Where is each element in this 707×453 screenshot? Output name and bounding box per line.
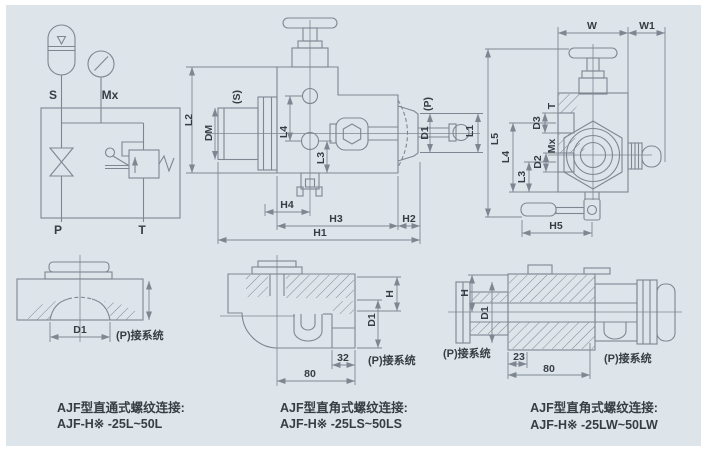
- port-label-s: S: [49, 88, 57, 102]
- dim-label-d1-ls: D1: [366, 313, 378, 327]
- dim-label-32: 32: [337, 352, 349, 364]
- side-clamp-knob: [627, 142, 662, 170]
- bore-bell-lw: [603, 322, 627, 340]
- top-boss-2: [583, 267, 611, 275]
- caption-lw-line1: AJF型直角式螺纹连接:: [530, 400, 658, 415]
- dim-label-23: 23: [513, 351, 525, 363]
- caption-ls-line2: AJF-H※ -25LS~50LS: [280, 417, 402, 431]
- bore-bell-inner: [300, 314, 316, 331]
- port-note-ls: (P)接系统: [368, 353, 416, 367]
- dim-label-d2: D2: [532, 155, 544, 169]
- dim-label-l2: L2: [183, 114, 195, 126]
- p-port-flange: [397, 99, 470, 168]
- caption-straight-line2: AJF-H※ -25L~50L: [57, 417, 163, 431]
- dim-label-80-ls: 80: [304, 368, 316, 380]
- drain-lever: [520, 192, 601, 221]
- dim-label-l4-front: L4: [278, 126, 290, 138]
- dim-label-d3: D3: [531, 116, 543, 130]
- upper-port-circle: [301, 87, 319, 105]
- port-label-p-front: (P): [422, 97, 434, 111]
- dim-label-h5: H5: [549, 220, 563, 232]
- valve-front-section-view: L2 DM (S) L4 L3 H4 H3 H2 H1 D1 (P) L1: [183, 17, 483, 244]
- dim-label-l3-front: L3: [315, 152, 327, 164]
- threaded-stud: [217, 107, 259, 161]
- bore-dome-right: [91, 298, 111, 321]
- port-label-t: T: [138, 223, 146, 237]
- caption-straight-line1: AJF型直通式螺纹连接:: [57, 400, 185, 415]
- port-label-s-front: (S): [231, 90, 243, 104]
- port-label-mx-side: Mx: [546, 139, 558, 154]
- dim-label-h2: H2: [402, 213, 416, 225]
- body-block: [16, 278, 144, 321]
- hex-socket-port: [329, 117, 398, 151]
- end-nut: [636, 279, 676, 345]
- variant-straight-view: D1 (P)接系统 AJF型直通式螺纹连接: AJF-H※ -25L~50L: [16, 255, 185, 431]
- dim-label-l5: L5: [489, 133, 501, 145]
- variant-angle-lw-view: H D1 23 80 (P)接系统 (P)接系统 AJF型直角式螺纹连接: AJ…: [443, 264, 682, 432]
- port-note-straight: (P)接系统: [116, 328, 164, 342]
- section-hatch-right: [104, 301, 135, 320]
- dim-label-l1: L1: [464, 125, 476, 137]
- dim-label-d1-front: D1: [419, 126, 431, 140]
- dim-label-h1: H1: [313, 227, 327, 239]
- port-label-p: P: [54, 223, 62, 237]
- bore-dome-hidden: [67, 296, 93, 300]
- hatch-lower-lw: [509, 322, 595, 349]
- dim-label-d1-straight: D1: [73, 324, 87, 336]
- dim-label-l4-side: L4: [500, 151, 512, 163]
- bore-bell-outer: [293, 314, 323, 342]
- port-d3: [557, 112, 575, 134]
- circuit-boundary-box: [40, 107, 181, 219]
- valve-side-view: W W1 T D3 Mx D2 L5 L4 L3 H5: [485, 20, 666, 237]
- dim-label-d1-lw: D1: [479, 306, 491, 320]
- variant-angle-ls-view: H D1 32 80 (P)接系统 AJF型直角式螺纹连接: AJF-H※ -2…: [220, 255, 416, 431]
- port-label-t-side: T: [546, 102, 558, 109]
- dim-label-h-lw: H: [459, 289, 471, 297]
- dim-label-h-ls: H: [384, 290, 396, 298]
- hatch-neck-lower: [471, 322, 508, 334]
- port-d2: [557, 152, 575, 173]
- handwheel-side: [568, 47, 618, 95]
- top-boss-1: [527, 264, 553, 275]
- dim-label-l3-side: L3: [516, 171, 528, 183]
- port-note-lw-right: (P)接系统: [604, 351, 652, 365]
- hatch-left-band: [246, 275, 268, 297]
- caption-ls-line1: AJF型直角式螺纹连接:: [280, 400, 408, 415]
- dim-label-h3: H3: [329, 213, 343, 225]
- hydraulic-circuit-schematic: S Mx P T: [40, 24, 181, 237]
- caption-lw-line2: AJF-H※ -25LW~50LW: [530, 418, 658, 432]
- section-hatch-middle: [558, 134, 588, 153]
- dim-label-h4: H4: [280, 199, 294, 211]
- dim-label-w: W: [587, 20, 597, 32]
- dim-label-w1: W1: [639, 20, 655, 32]
- hatch-right-band: [286, 275, 354, 298]
- relief-valve-symbol: [104, 141, 175, 179]
- port-note-lw-left: (P)接系统: [443, 346, 491, 360]
- dim-label-80-lw: 80: [543, 363, 555, 375]
- hatch-port: [333, 301, 354, 314]
- drain-stem: [296, 172, 323, 197]
- section-hatch-left: [28, 301, 57, 320]
- hatch-neck-upper: [471, 293, 508, 302]
- hatch-upper-lw: [509, 275, 595, 302]
- body-outline-ls: [227, 273, 356, 349]
- section-hatch-upper: [558, 94, 586, 113]
- port-label-mx: Mx: [102, 88, 119, 102]
- dim-label-dm: DM: [203, 125, 215, 142]
